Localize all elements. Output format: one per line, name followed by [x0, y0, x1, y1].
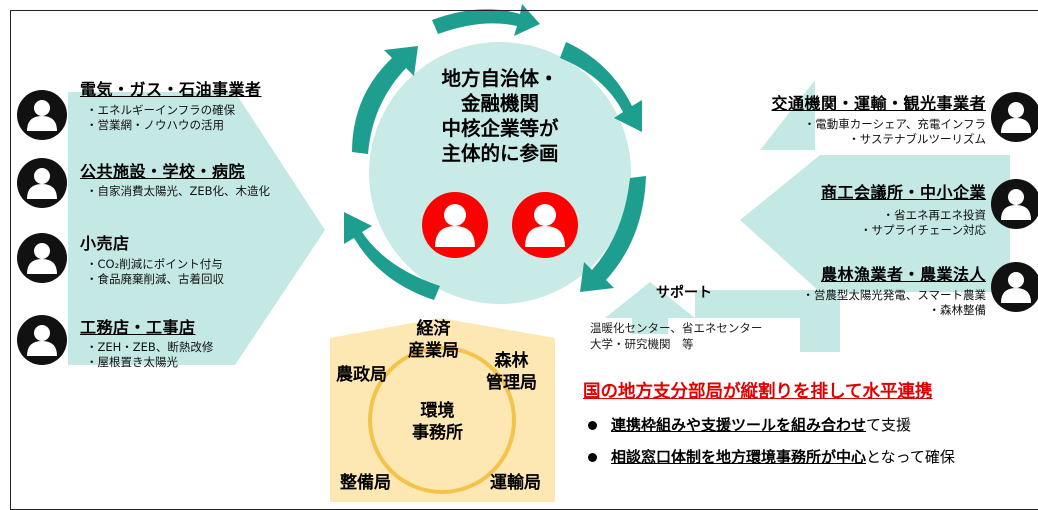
- person-icon: [17, 233, 67, 283]
- actor-energy: 電気・ガス・石油事業者 ・エネルギーインフラの確保 ・営業網・ノウハウの活用: [80, 76, 262, 133]
- support-line: 温暖化センター、省エネセンター: [590, 321, 763, 335]
- actor-detail: ・CO₂削減にポイント付与: [86, 257, 223, 271]
- environment-office-line: 事務所: [412, 423, 463, 443]
- actor-name: 工務店・工事店: [80, 318, 196, 337]
- center-title-line: 地方自治体・: [441, 67, 559, 90]
- bullet-dot-icon: [588, 421, 597, 430]
- center-title-line: 主体的に参画: [441, 142, 559, 165]
- actor-contractors: 工務店・工事店 ・ZEH・ZEB、断熱改修 ・屋根置き太陽光: [80, 314, 213, 370]
- government-ring: [368, 346, 516, 494]
- person-icon: [17, 158, 67, 208]
- horizontal-cooperation-title: 国の地方支分部局が縦割りを排して水平連携: [583, 382, 933, 402]
- actor-transport: 交通機関・運輸・観光事業者 ・電動車カーシェア、充電インフラ ・サステナブルツー…: [771, 90, 986, 147]
- cycle-arrow-right-top: [560, 42, 642, 132]
- cycle-arrow-right-bottom: [580, 176, 646, 292]
- cycle-arrows: [344, 4, 646, 300]
- right-light-arrow: [740, 155, 1010, 292]
- actor-name: 交通機関・運輸・観光事業者: [771, 94, 986, 113]
- actor-commerce: 商工会議所・中小企業 ・省エネ再エネ投資 ・サプライチェーン対応: [821, 179, 986, 238]
- person-icon: [17, 90, 67, 140]
- support-connector: [695, 290, 840, 352]
- left-light-arrow: [68, 92, 325, 365]
- actor-detail: ・営業網・ノウハウの活用: [86, 118, 224, 132]
- actor-detail: ・営農型太陽光発電、スマート農業: [802, 288, 986, 302]
- support-light-arrow: [605, 282, 695, 318]
- bureau-line: 森林: [494, 351, 529, 371]
- government-hexagon: [330, 318, 555, 502]
- actor-name: 小売店: [80, 234, 130, 253]
- bullet-strong: 連携枠組みや支援ツールを組み合わせ: [611, 416, 867, 434]
- actor-name: 公共施設・学校・病院: [80, 162, 246, 181]
- environment-office: 環境 事務所: [412, 400, 463, 444]
- bullet-item: 連携枠組みや支援ツールを組み合わせて支援: [588, 414, 911, 435]
- actor-name: 農林漁業者・農業法人: [820, 265, 986, 284]
- bullet-rest: となって確保: [866, 448, 955, 466]
- bullet-strong: 相談窓口体制を地方環境事務所が中心: [611, 448, 867, 466]
- actor-name: 商工会議所・中小企業: [820, 183, 986, 202]
- cycle-arrow-left-top: [352, 46, 418, 154]
- center-title: 地方自治体・ 金融機関 中核企業等が 主体的に参画: [390, 66, 610, 166]
- actor-detail: ・ZEH・ZEB、断熱改修: [86, 340, 214, 354]
- actor-detail: ・サステナブルツーリズム: [848, 132, 986, 146]
- cycle-arrow-left-bottom: [344, 212, 440, 300]
- bureau-line: 経済: [416, 319, 451, 339]
- environment-office-line: 環境: [420, 401, 455, 421]
- actor-detail: ・食品廃棄削減、古着回収: [86, 272, 224, 286]
- bureau-agriculture: 農政局: [336, 365, 387, 385]
- actor-detail: ・自家消費太陽光、ZEB化、木造化: [86, 184, 271, 198]
- red-person-icon: [422, 192, 488, 258]
- actor-detail: ・森林整備: [928, 303, 987, 317]
- person-icon: [17, 315, 67, 365]
- bureau-economy: 経済 産業局: [408, 318, 459, 362]
- support-light-arrow-stem: [632, 316, 668, 334]
- bureau-forest: 森林 管理局: [486, 350, 537, 394]
- bureau-line: 産業局: [408, 341, 459, 361]
- center-title-line: 中核企業等が: [441, 117, 559, 140]
- bureau-development: 整備局: [340, 473, 391, 493]
- bullet-dot-icon: [588, 453, 597, 462]
- person-icon: [991, 92, 1038, 142]
- red-person-icon: [512, 192, 578, 258]
- actor-detail: ・電動車カーシェア、充電インフラ: [803, 117, 986, 131]
- person-icon: [991, 262, 1038, 312]
- actor-detail: ・エネルギーインフラの確保: [86, 103, 236, 117]
- actor-detail: ・サプライチェーン対応: [860, 223, 986, 237]
- person-icon: [991, 179, 1038, 229]
- actor-retail: 小売店 ・CO₂削減にポイント付与 ・食品廃棄削減、古着回収: [80, 230, 224, 287]
- support-organizations: 温暖化センター、省エネセンター 大学・研究機関 等: [590, 320, 762, 352]
- bullet-rest: て支援: [866, 416, 912, 434]
- bullet-item: 相談窓口体制を地方環境事務所が中心となって確保: [588, 446, 955, 467]
- actor-public-facilities: 公共施設・学校・病院 ・自家消費太陽光、ZEB化、木造化: [80, 158, 270, 199]
- actor-agriculture: 農林漁業者・農業法人 ・営農型太陽光発電、スマート農業 ・森林整備: [802, 261, 986, 318]
- center-title-line: 金融機関: [460, 92, 539, 115]
- right-light-arrow-top: [760, 80, 815, 150]
- cycle-arrow-top: [432, 4, 540, 36]
- actor-detail: ・屋根置き太陽光: [86, 355, 178, 369]
- bureau-line: 管理局: [486, 373, 537, 393]
- support-line: 大学・研究機関 等: [590, 337, 694, 351]
- actor-detail: ・省エネ再エネ投資: [882, 208, 987, 222]
- bureau-transport: 運輸局: [490, 473, 541, 493]
- actor-name: 電気・ガス・石油事業者: [80, 80, 262, 99]
- support-label: サポート: [656, 285, 712, 301]
